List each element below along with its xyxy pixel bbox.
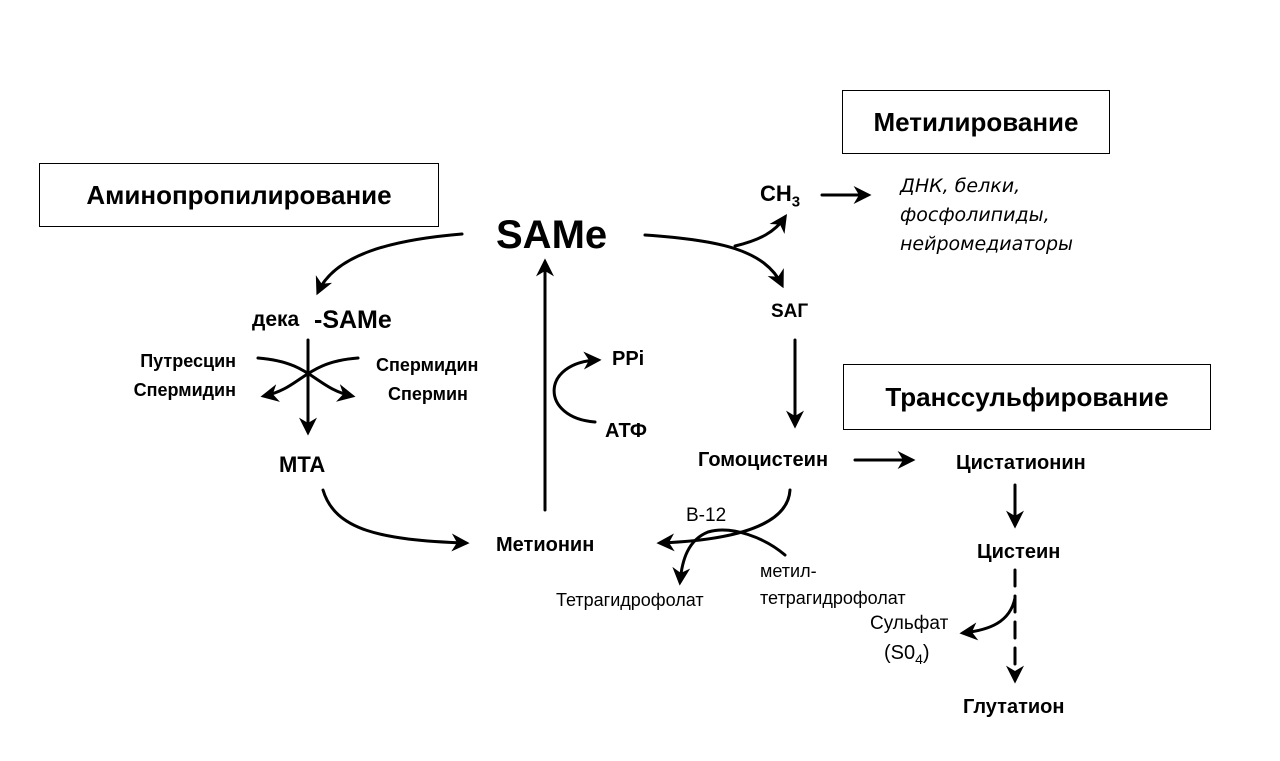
methyl-thf-line-2: тетрагидрофолат — [760, 588, 906, 608]
so4-text: (S0 — [884, 642, 916, 664]
targets-line-1: ДНК, белки, — [900, 175, 1021, 197]
arrow-spermidine-to-spermine — [260, 356, 360, 402]
putrescine-label: Путресцин — [140, 351, 236, 371]
so4-subscript: 4 — [915, 651, 923, 667]
spermidine-output-label: Спермидин — [376, 355, 479, 375]
arrow-methylthf-to-thf — [672, 528, 787, 586]
transsulfuration-box: Транссульфирование — [843, 364, 1211, 430]
arrow-homocysteine-to-methionine — [656, 488, 792, 552]
methyl-thf-line-1: метил- — [760, 561, 817, 581]
ch3-subscript: 3 — [791, 193, 801, 211]
b12-label: B-12 — [686, 505, 727, 526]
cystathionine-node: Цистатионин — [956, 452, 1086, 474]
arrow-mta-to-methionine — [321, 488, 470, 552]
same-node: SAMe — [496, 213, 608, 257]
homocysteine-node: Гомоцистеин — [698, 449, 829, 471]
methionine-node: Метионин — [496, 534, 595, 556]
methylation-box: Метилирование — [842, 90, 1110, 154]
targets-line-3: нейромедиаторы — [900, 233, 1074, 255]
deca-label: дека — [252, 308, 300, 331]
decasame-label: -SAMe — [314, 306, 392, 334]
arrow-same-to-sag — [643, 233, 784, 289]
arrow-putrescine-to-spermidine — [256, 356, 356, 402]
spermine-label: Спермин — [388, 384, 468, 404]
arrow-atf-to-ppi — [552, 351, 602, 424]
sag-node: SAГ — [771, 301, 809, 322]
arrow-same-to-decasame — [315, 232, 464, 296]
arrow-branch-to-ch3 — [733, 214, 787, 248]
transsulfuration-label: Транссульфирование — [885, 381, 1169, 412]
ch3-node: CH3 — [760, 181, 801, 211]
aminopropylation-label: Аминопропилирование — [86, 179, 392, 210]
sulfate-label: Сульфат — [870, 613, 949, 634]
targets-line-2: фосфолипиды, — [900, 204, 1050, 226]
cysteine-node: Цистеин — [977, 541, 1061, 563]
methylation-label: Метилирование — [873, 106, 1079, 137]
so4-close: ) — [922, 642, 930, 664]
methylation-targets: ДНК, белки, фосфолипиды, нейромедиаторы — [900, 172, 1073, 259]
ppi-node: PPi — [612, 348, 645, 370]
arrow-to-sulfate — [959, 596, 1017, 641]
aminopropylation-box: Аминопропилирование — [39, 163, 439, 227]
ch3-label: CH — [760, 181, 792, 206]
atf-node: АТФ — [605, 420, 647, 442]
spermidine-input-label: Спермидин — [133, 380, 236, 400]
mta-node: МТА — [279, 452, 326, 477]
glutathione-node: Глутатион — [963, 696, 1065, 718]
so4-label: (S04) — [884, 643, 930, 666]
thf-label: Тетрагидрофолат — [556, 590, 704, 610]
